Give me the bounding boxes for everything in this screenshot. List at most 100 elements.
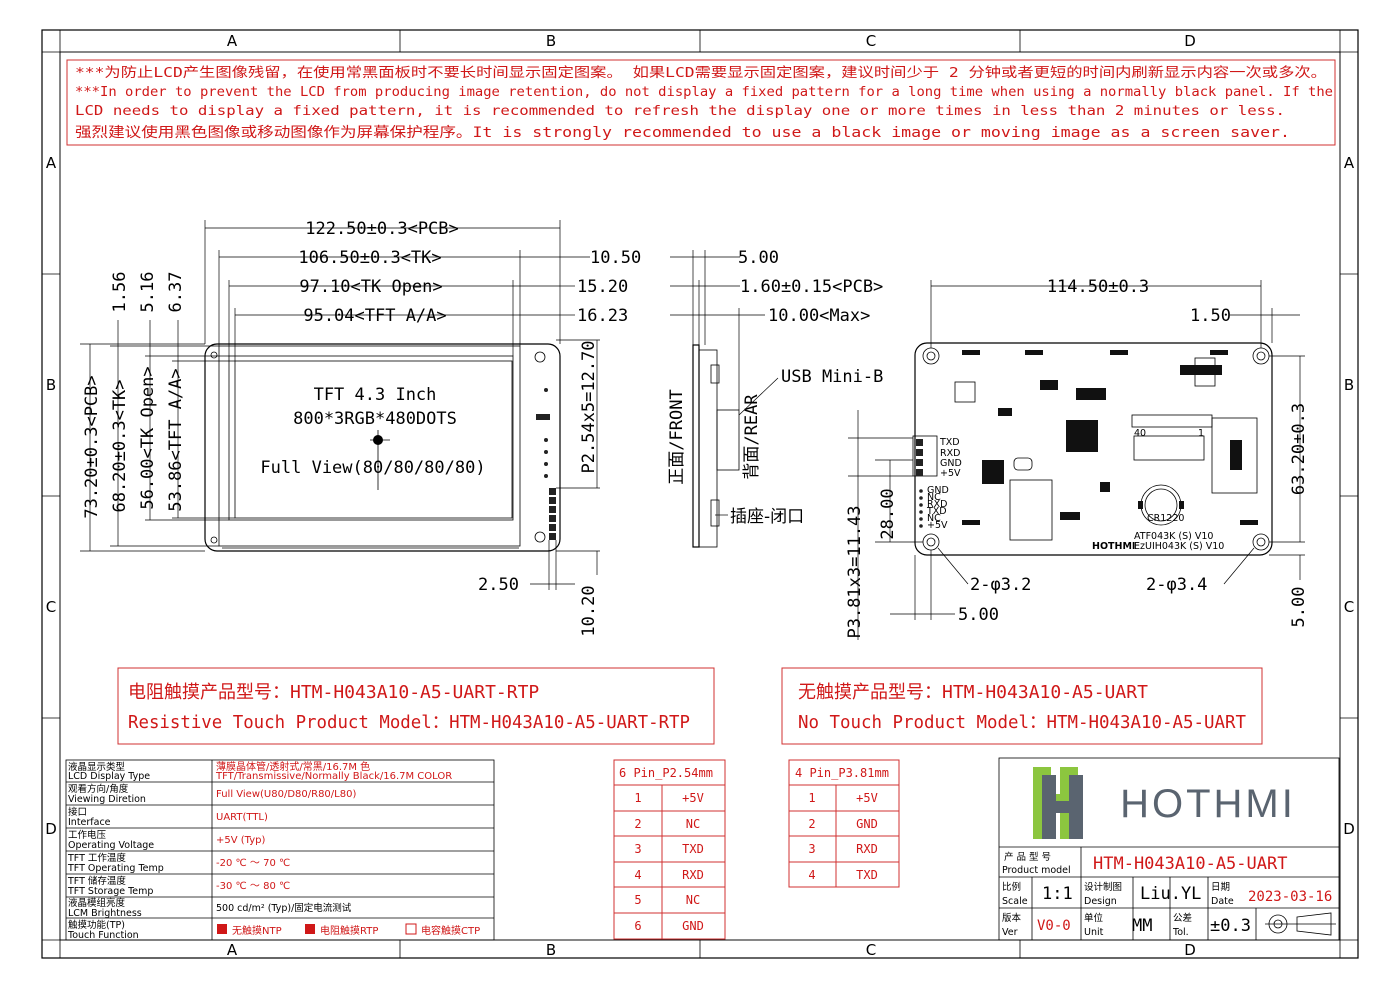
model-box-rtp: 电阻触摸产品型号：HTM-H043A10-A5-UART-RTP Resisti… <box>117 667 715 745</box>
zone-col-c-bottom: C <box>866 941 876 959</box>
tolerance-label-cn: 公差 <box>1173 912 1192 924</box>
spec-label-cn: 工作电压 <box>68 829 107 841</box>
scale-label-en: Scale <box>1002 896 1028 907</box>
projection-symbol-icon <box>1265 912 1336 936</box>
front-side-label: 正面/FRONT <box>667 389 687 484</box>
pin4-num: 3 <box>808 842 815 856</box>
back-components <box>954 350 1258 541</box>
checkbox-rtp-checked[interactable] <box>305 924 315 934</box>
touch-option-rtp: 电阻触摸RTP <box>320 924 378 937</box>
spec-row: 触摸功能(TP) Touch Function 无触摸NTP 电阻触摸RTP 电… <box>67 919 480 941</box>
zone-col-b-top: B <box>546 32 556 50</box>
front-vertical-dims: 73.20±0.3<PCB> 68.20±0.3<TK> 56.00<TK Op… <box>80 272 600 637</box>
spec-label-cn: 触摸功能(TP) <box>68 919 125 931</box>
dim-pcb-height: 73.20±0.3<PCB> <box>82 375 102 518</box>
date-label-cn: 日期 <box>1211 882 1230 893</box>
back-dim-1-50: 1.50 <box>1190 306 1231 326</box>
touch-option-ntp: 无触摸NTP <box>232 924 282 937</box>
silk-header-1: GND <box>927 485 949 496</box>
silk-conn-gnd: GND <box>940 458 962 469</box>
zone-row-a-left: A <box>46 154 57 172</box>
back-connector: TXD RXD GND +5V <box>912 435 962 479</box>
back-header-pins: GND NC RXD TXD NC +5V <box>919 485 949 531</box>
unit-label-cn: 单位 <box>1084 912 1104 924</box>
back-pcb-outline <box>914 342 1273 556</box>
pin6-signal: RXD <box>682 868 704 882</box>
title-block: HOTHMI 产 品 型 号 Product model HTM-H043A10… <box>998 757 1340 941</box>
spec-label-en: Interface <box>68 817 111 828</box>
silk-logo: HOTHMI <box>1092 541 1135 552</box>
hole-label-3-4: 2-φ3.4 <box>1146 575 1207 595</box>
product-model-value: HTM-H043A10-A5-UART <box>1093 854 1287 874</box>
silk-model-1: ATF043K (S) V10 <box>1134 531 1213 542</box>
design-label-en: Design <box>1084 896 1117 907</box>
silk-header-5: NC <box>927 513 941 524</box>
touch-option-ctp: 电容触摸CTP <box>421 924 480 937</box>
zone-row-c-left: C <box>46 598 56 616</box>
pin4-signal: GND <box>856 817 878 831</box>
spec-label-en: LCD Display Type <box>68 771 150 782</box>
tolerance-label-en: Tol. <box>1172 927 1189 938</box>
side-pcb <box>692 344 700 548</box>
pin4-num: 4 <box>808 868 815 882</box>
silk-model-2: EzUIH043K (S) V10 <box>1134 541 1224 552</box>
pin6-signal: GND <box>682 919 704 933</box>
silk-header-6: +5V <box>927 520 948 531</box>
pin6-num: 4 <box>634 868 641 882</box>
notice-box: ***为防止LCD产生图像残留，在使用常黑面板时不要长时间显示固定图案。 如果L… <box>66 59 1336 146</box>
checkbox-ntp-checked[interactable] <box>217 924 227 934</box>
spec-value: UART(TTL) <box>216 812 268 823</box>
front-view: TFT 4.3 Inch 800*3RGB*480DOTS Full View(… <box>80 219 641 637</box>
back-view: TXD RXD GND +5V GND NC RXD TXD NC +5V CR… <box>845 277 1309 640</box>
pin6-signal: NC <box>686 893 700 907</box>
zone-row-d-right: D <box>1343 820 1355 838</box>
spec-label-en: LCM Brightness <box>68 908 142 919</box>
dim-5-16: 5.16 <box>138 272 158 313</box>
spec-label-cn: 观看方向/角度 <box>68 783 129 795</box>
silk-header-4: TXD <box>926 506 947 517</box>
pin4-signal: RXD <box>856 842 878 856</box>
notice-line-4: 强烈建议使用黑色图像或移动图像作为屏幕保护程序。It is strongly r… <box>75 124 1290 141</box>
zone-col-c-top: C <box>866 32 876 50</box>
spec-table: 液晶显示类型 LCD Display Type 薄膜晶体管/透射式/常黑/16.… <box>65 759 495 941</box>
model-box-ntp: 无触摸产品型号：HTM-H043A10-A5-UART No Touch Pro… <box>781 667 1263 745</box>
version-label-en: Ver <box>1002 927 1018 938</box>
spec-value: +5V (Typ) <box>216 835 265 846</box>
pin4-signal: TXD <box>856 868 878 882</box>
notice-line-2: ***In order to prevent the LCD from prod… <box>75 84 1333 100</box>
scale-value: 1:1 <box>1042 884 1073 904</box>
spec-row: TFT 工作温度 TFT Operating Temp -20 ℃ ～ 70 ℃ <box>67 852 290 874</box>
pin6-title: 6 Pin_P2.54mm <box>619 766 713 780</box>
checkbox-ctp-unchecked[interactable] <box>405 923 417 935</box>
dim-15-20: 15.20 <box>577 277 628 297</box>
spec-label-cn: TFT 储存温度 <box>67 875 126 887</box>
ntp-model-en: No Touch Product Model：HTM-H043A10-A5-UA… <box>798 712 1246 733</box>
pin6-signal: +5V <box>682 791 704 805</box>
pin6-num: 3 <box>634 842 641 856</box>
dim-6-37: 6.37 <box>166 272 186 313</box>
side-dim-pcb-thickness: 1.60±0.15<PCB> <box>740 277 883 297</box>
back-dims: 114.50±0.3 1.50 63.20±0.3 5.00 28.00 P3.… <box>845 277 1309 640</box>
dim-tk-width: 106.50±0.3<TK> <box>298 248 441 268</box>
pin4-num: 2 <box>808 817 815 831</box>
date-label-en: Date <box>1211 896 1234 907</box>
usb-connector-label: USB Mini-B <box>781 367 883 387</box>
back-dim-hole-height: 63.20±0.3 <box>1289 403 1309 495</box>
spec-label-en: TFT Storage Temp <box>67 886 153 897</box>
spec-value: 500 cd/m² (Typ)/固定电流测试 <box>216 902 352 914</box>
silk-header-3: RXD <box>927 499 947 510</box>
silk-pin-40: 40 <box>1134 428 1146 439</box>
front-hole-icon <box>534 351 546 363</box>
pin4-table: 4 Pin_P3.81mm 1 +5V 2 GND 3 RXD 4 TXD <box>788 759 900 888</box>
dim-10-50: 10.50 <box>590 248 641 268</box>
design-value: Liu.YL <box>1140 884 1201 904</box>
back-dim-hole-width: 114.50±0.3 <box>1047 277 1149 297</box>
notice-line-1: ***为防止LCD产生图像残留，在使用常黑面板时不要长时间显示固定图案。 如果L… <box>75 64 1327 81</box>
zone-row-b-left: B <box>46 376 56 394</box>
side-view: 5.00 1.60±0.15<PCB> 10.00<Max> USB Mini-… <box>667 248 883 548</box>
notice-line-3: LCD needs to display a fixed pattern, it… <box>75 103 1285 119</box>
spec-label-cn: 接口 <box>68 806 87 818</box>
pin6-table: 6 Pin_P2.54mm 1 +5V 2 NC 3 TXD 4 RXD 5 N… <box>613 759 726 940</box>
dim-pcb-width: 122.50±0.3<PCB> <box>305 219 459 239</box>
spec-value: 薄膜晶体管/透射式/常黑/16.7M 色 <box>216 760 370 773</box>
